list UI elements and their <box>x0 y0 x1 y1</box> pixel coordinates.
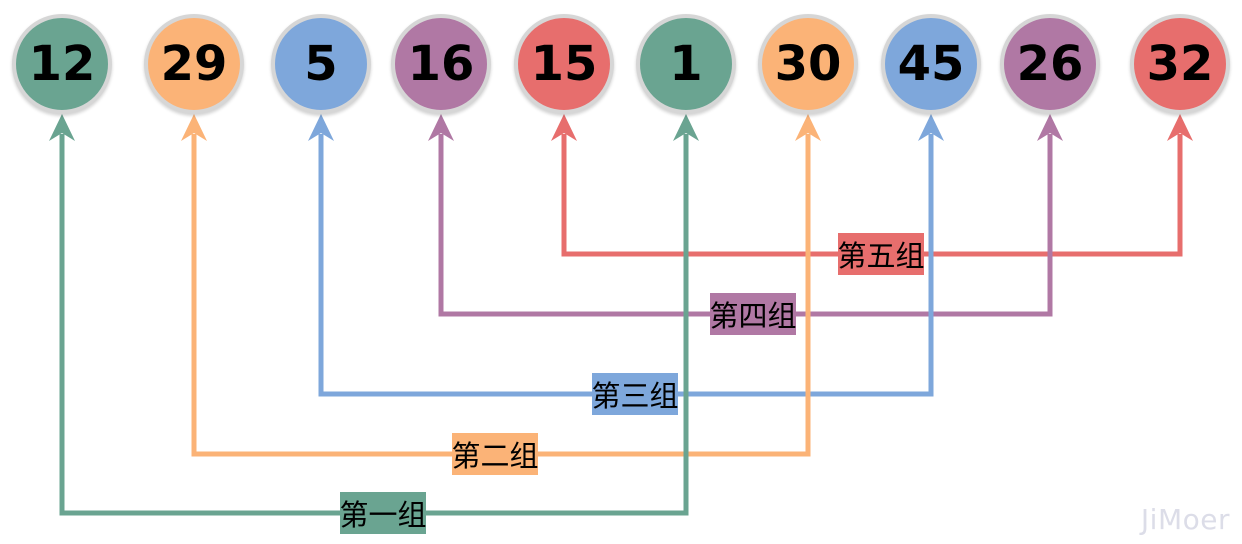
group-label-5: 第五组 <box>838 233 925 275</box>
group-label-1: 第一组 <box>340 492 427 534</box>
arrow-up-icon <box>551 114 577 141</box>
arrow-up-icon <box>918 114 944 141</box>
number-circle: 45 <box>881 14 981 114</box>
number-circle: 16 <box>391 14 491 114</box>
number-circle: 15 <box>514 14 614 114</box>
group-line-2 <box>181 114 821 457</box>
connector-path-group-4 <box>438 134 1053 317</box>
arrow-up-icon <box>1037 114 1063 141</box>
number-circle: 26 <box>1000 14 1100 114</box>
number-circle: 32 <box>1130 14 1230 114</box>
group-label-4: 第四组 <box>710 293 797 335</box>
arrow-up-icon <box>795 114 821 141</box>
group-label-3: 第三组 <box>592 373 679 415</box>
group-label-2: 第二组 <box>452 433 539 475</box>
number-circle: 30 <box>758 14 858 114</box>
arrow-up-icon <box>673 114 699 141</box>
number-circle: 1 <box>636 14 736 114</box>
arrow-up-icon <box>49 114 75 141</box>
arrow-up-icon <box>181 114 207 141</box>
number-circle: 5 <box>271 14 371 114</box>
number-circle: 12 <box>12 14 112 114</box>
arrow-up-icon <box>308 114 334 141</box>
arrow-up-icon <box>428 114 454 141</box>
watermark: JiMoer <box>1140 503 1230 536</box>
group-line-4 <box>428 114 1063 317</box>
arrow-up-icon <box>1167 114 1193 141</box>
number-circle: 29 <box>144 14 244 114</box>
